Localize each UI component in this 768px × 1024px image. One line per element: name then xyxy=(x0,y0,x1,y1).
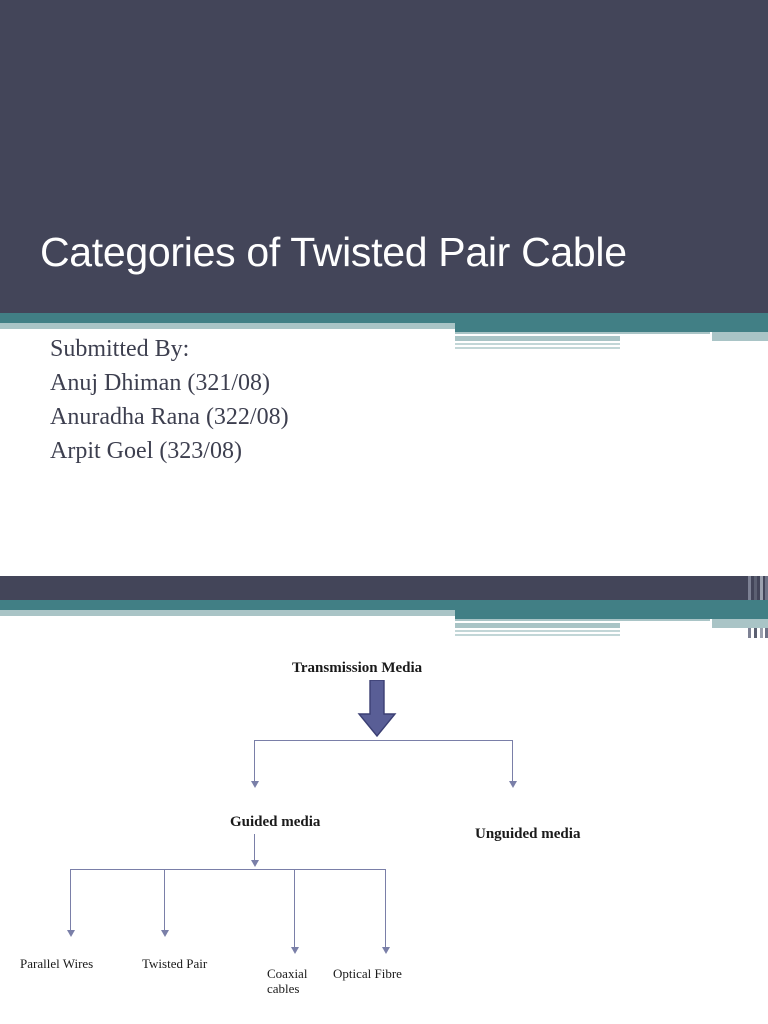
band-stripe-5 xyxy=(455,347,620,349)
connector-twisted-pair-vertical xyxy=(164,869,165,932)
connector-optical-fibre-vertical xyxy=(385,869,386,949)
band2-stripe-2 xyxy=(712,619,768,628)
connector-guided-down xyxy=(254,834,255,862)
author-name: Anuradha Rana (322/08) xyxy=(50,404,289,431)
band-pale-left xyxy=(0,323,455,329)
band-stripe-4 xyxy=(455,343,620,345)
submitted-by-block: Submitted By: Anuj Dhiman (321/08) Anura… xyxy=(50,332,470,468)
arrowhead-parallel-wires xyxy=(67,930,75,937)
diagram-slide xyxy=(0,576,768,1024)
arrowhead-unguided xyxy=(509,781,517,788)
title-slide: Categories of Twisted Pair Cable Submitt… xyxy=(0,0,768,468)
slide-two-navy-bar xyxy=(0,576,768,600)
band-stripe-3 xyxy=(455,336,620,341)
connector-coaxial-vertical xyxy=(294,869,295,949)
diagram-node-parallel-wires: Parallel Wires xyxy=(20,956,94,971)
connector-guided-vertical xyxy=(254,740,255,782)
band2-stripe-4 xyxy=(455,630,620,632)
band-stripe-2 xyxy=(712,332,768,341)
diagram-node-root: Transmission Media xyxy=(292,660,423,676)
band2-teal-right xyxy=(455,610,768,619)
band2-teal-bar xyxy=(0,600,768,610)
arrowhead-twisted-pair xyxy=(161,930,169,937)
diagram-node-guided-media: Guided media xyxy=(230,814,321,830)
band2-stripe-1 xyxy=(455,619,710,621)
arrowhead-guided xyxy=(251,781,259,788)
decorative-band-bottom xyxy=(0,600,768,638)
band2-pale-left xyxy=(0,610,455,616)
connector-level1-horizontal xyxy=(254,740,512,741)
connector-parallel-wires-vertical xyxy=(70,869,71,932)
author-name: Arpit Goel (323/08) xyxy=(50,438,242,465)
band2-stripe-3 xyxy=(455,623,620,628)
diagram-node-twisted-pair: Twisted Pair xyxy=(142,956,208,971)
connector-unguided-vertical xyxy=(512,740,513,782)
down-arrow-icon xyxy=(357,680,397,738)
arrowhead-guided-down xyxy=(251,860,259,867)
band-teal-bar xyxy=(0,313,768,323)
band-teal-right xyxy=(455,323,768,332)
band-stripe-1 xyxy=(455,332,710,334)
title-banner xyxy=(0,0,768,313)
band2-stripe-5 xyxy=(455,634,620,636)
arrowhead-coaxial xyxy=(291,947,299,954)
diagram-node-optical-fibre: Optical Fibre xyxy=(333,966,402,981)
connector-level2-horizontal xyxy=(70,869,385,870)
page-title: Categories of Twisted Pair Cable xyxy=(40,229,627,275)
diagram-node-coaxial-cables: Coaxial cables xyxy=(267,966,308,997)
submitted-by-label: Submitted By: xyxy=(50,336,190,362)
decorative-band-top xyxy=(0,313,768,351)
arrowhead-optical-fibre xyxy=(382,947,390,954)
diagram-node-unguided-media: Unguided media xyxy=(475,826,581,842)
author-name: Anuj Dhiman (321/08) xyxy=(50,370,270,397)
transmission-media-diagram: Transmission Media Guided media Unguided… xyxy=(0,576,768,1024)
